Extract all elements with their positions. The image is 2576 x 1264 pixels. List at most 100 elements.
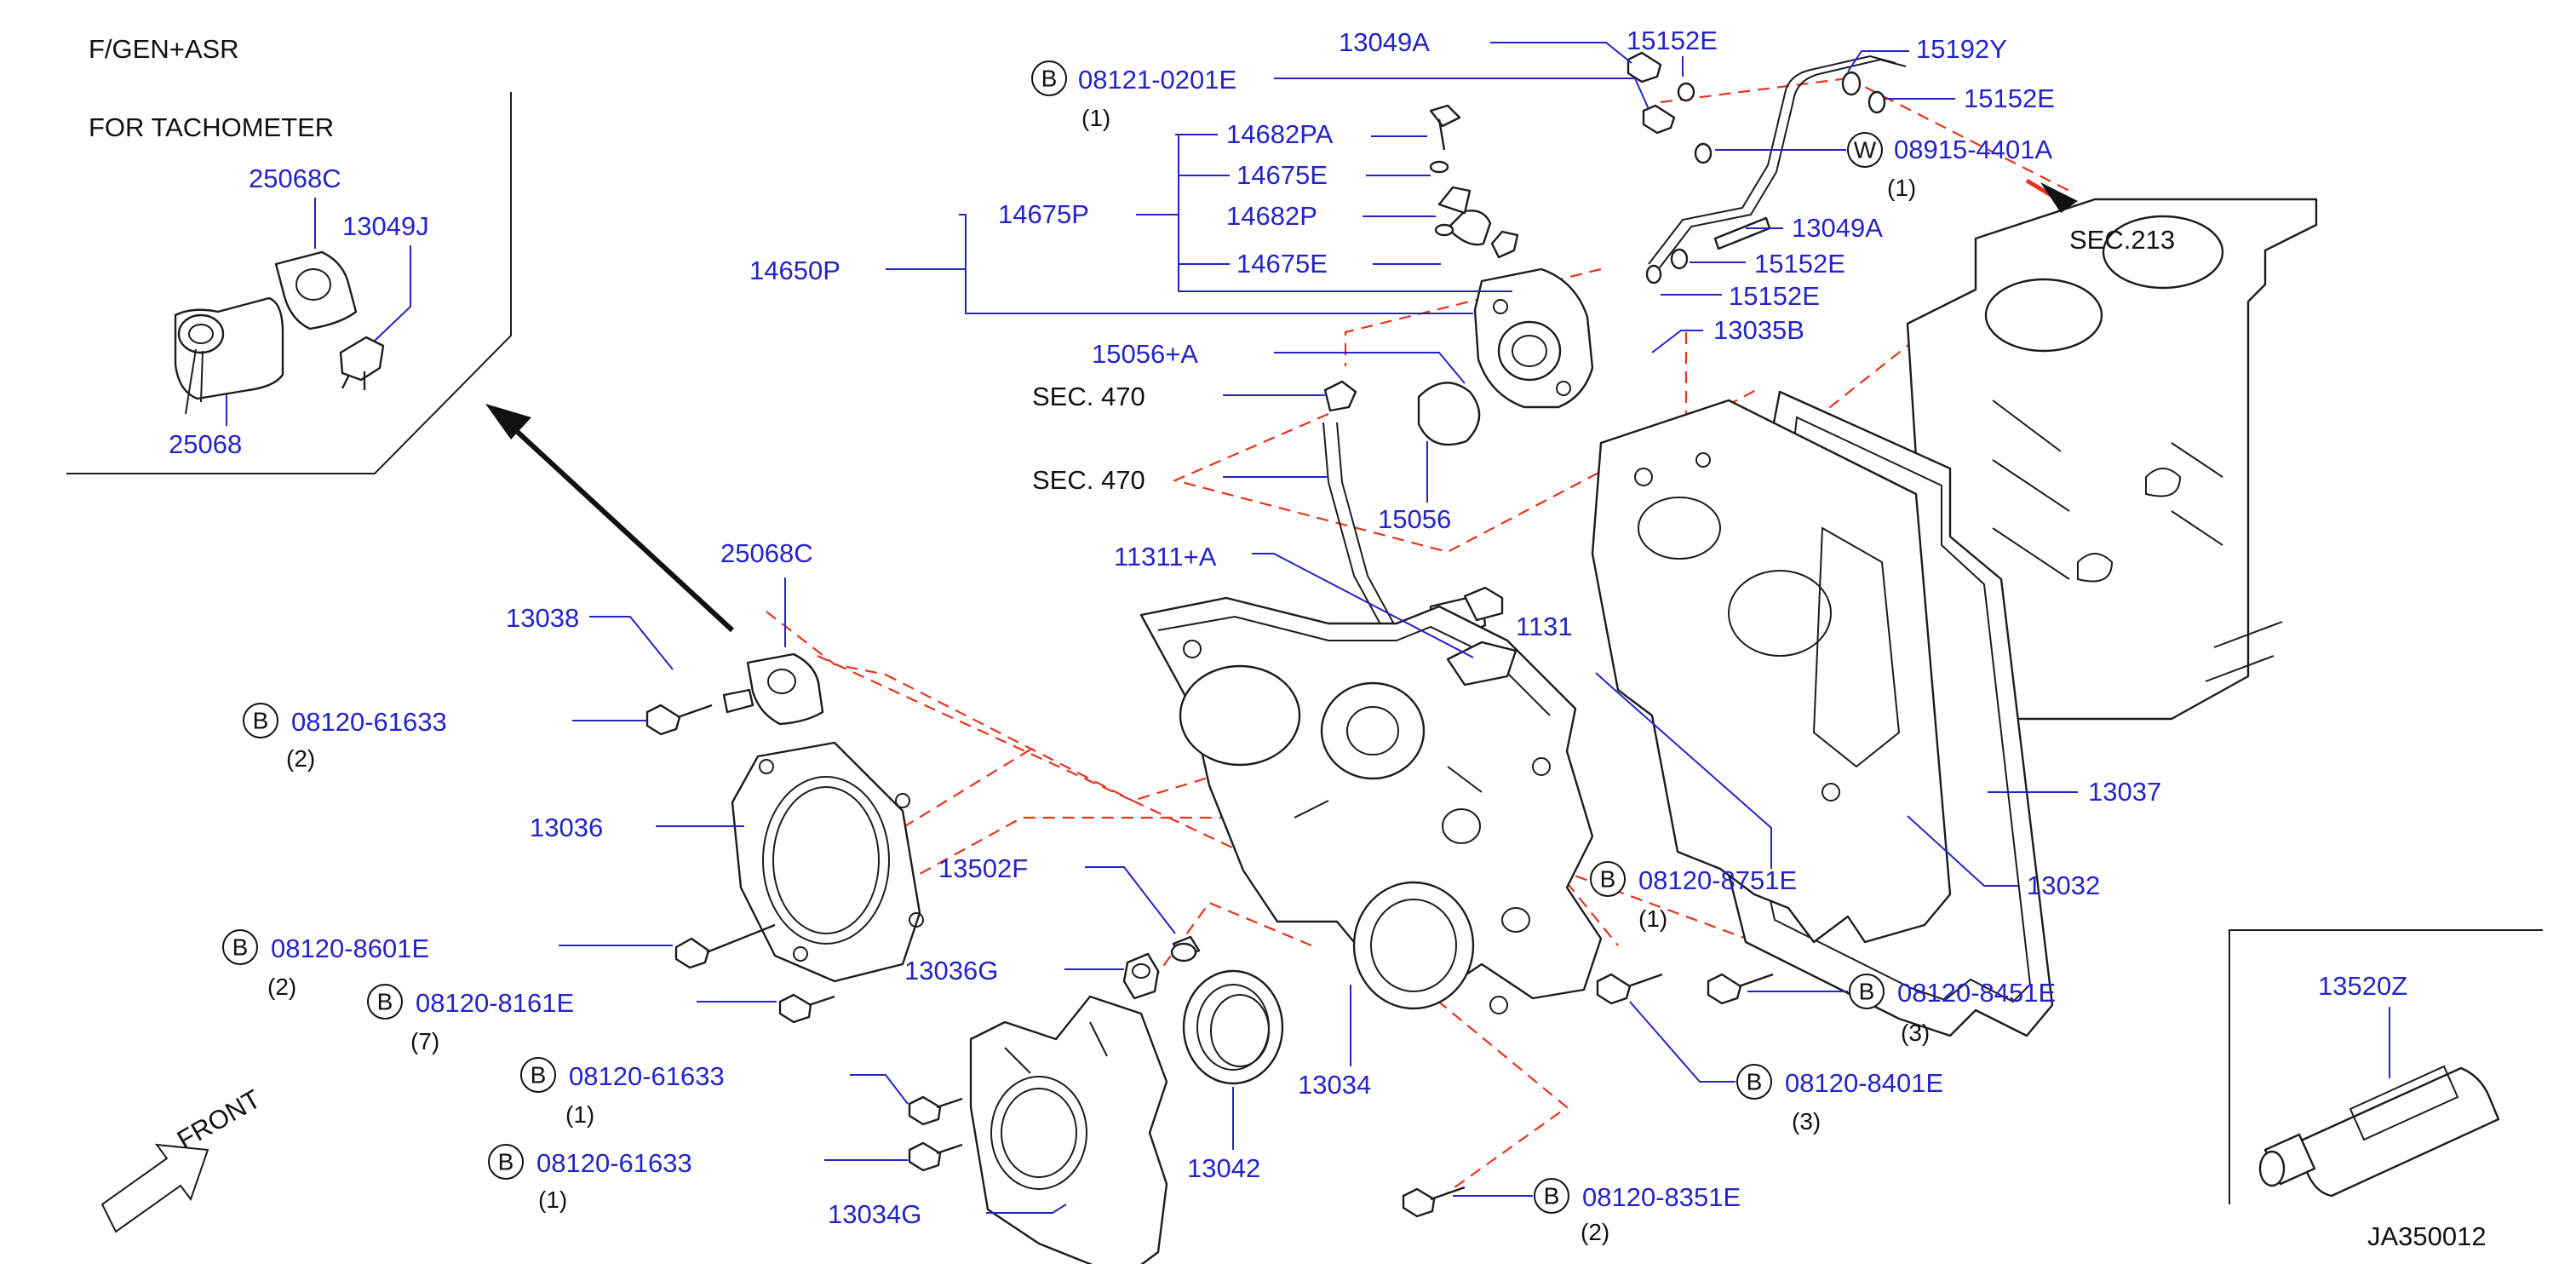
svg-text:(1): (1) <box>1081 105 1110 131</box>
engine-block-drawing: SEC.213 <box>1906 178 2318 721</box>
seal-25068c-drawing <box>722 652 824 726</box>
label-14675e-2: 14675E <box>1236 249 1328 279</box>
label-15056: 15056 <box>1378 504 1451 534</box>
gasket-13036-drawing <box>731 741 924 983</box>
svg-text:B: B <box>1544 1183 1560 1209</box>
front-label: FRONT <box>172 1083 266 1155</box>
svg-text:B: B <box>1041 66 1058 92</box>
callout-08120-8401e: B 08120-8401E (3) <box>1629 1001 1943 1135</box>
left-bolts-drawing <box>645 704 1774 1218</box>
callout-08915-4401a: W 08915-4401A (1) <box>1715 132 2052 201</box>
callout-08120-8161e: B 08120-8161E (7) <box>367 984 777 1054</box>
tree-14650p: 14682PA 14675E 14675P 14682P 14650P 1467… <box>749 119 1512 314</box>
svg-text:08120-61633: 08120-61633 <box>536 1148 692 1178</box>
inset-label-25068c: 25068C <box>249 164 341 193</box>
svg-text:B: B <box>531 1062 547 1089</box>
label-13042: 13042 <box>1187 1153 1260 1183</box>
svg-text:B: B <box>377 989 393 1015</box>
label-14675e-1: 14675E <box>1236 160 1328 190</box>
inset-title-line1: F/GEN+ASR <box>89 34 239 64</box>
svg-text:08120-8451E: 08120-8451E <box>1897 978 2056 1008</box>
front-cover-13034-drawing <box>1139 596 1603 1014</box>
svg-text:(2): (2) <box>1581 1219 1609 1245</box>
svg-text:(3): (3) <box>1901 1020 1930 1046</box>
label-sec470-b: SEC. 470 <box>1032 465 1145 495</box>
tachometer-sensor-drawing <box>174 296 284 415</box>
label-13502f: 13502F <box>938 853 1028 883</box>
svg-text:B: B <box>1600 866 1616 893</box>
cover-13034g-drawing <box>969 995 1168 1264</box>
callout-08120-8451e: B 08120-8451E (3) <box>1747 974 2056 1046</box>
inset-arrow <box>485 404 735 633</box>
callout-08120-8601e: B 08120-8601E (2) <box>222 929 673 1000</box>
callout-08120-61633-b: B 08120-61633 (1) <box>520 1057 909 1128</box>
label-13049a-mid: 13049A <box>1792 213 1883 243</box>
svg-text:08120-61633: 08120-61633 <box>569 1061 725 1091</box>
inset-gasket-drawing <box>274 250 358 330</box>
svg-text:(2): (2) <box>267 974 296 1000</box>
inset-panel: F/GEN+ASR FOR TACHOMETER 25068C 13049J 2… <box>66 34 512 474</box>
front-direction-arrow: FRONT <box>100 1083 266 1233</box>
svg-text:(1): (1) <box>538 1186 567 1213</box>
label-25068c: 25068C <box>720 538 813 568</box>
svg-text:(1): (1) <box>1638 905 1667 932</box>
plug-13036g-drawing <box>1122 952 1160 1000</box>
label-15152e-3: 15152E <box>1754 249 1845 279</box>
drawing-code: JA350012 <box>2367 1221 2487 1251</box>
callout-08120-61633-c: B 08120-61633 (1) <box>488 1144 908 1213</box>
callout-08120-8351e: B 08120-8351E (2) <box>1453 1178 1741 1245</box>
svg-text:(1): (1) <box>1887 175 1916 201</box>
label-13037: 13037 <box>2088 777 2161 807</box>
svg-text:B: B <box>498 1149 514 1175</box>
svg-text:W: W <box>1854 137 1877 164</box>
label-13034: 13034 <box>1298 1070 1371 1100</box>
label-15056a: 15056+A <box>1092 339 1198 369</box>
label-13520z: 13520Z <box>2318 971 2407 1001</box>
label-15152e-1: 15152E <box>1626 26 1718 55</box>
label-14682pa: 14682PA <box>1226 119 1334 149</box>
label-13036: 13036 <box>530 813 603 842</box>
svg-text:B: B <box>253 708 269 734</box>
label-15192y: 15192Y <box>1916 34 2007 64</box>
label-13036g: 13036G <box>904 956 998 985</box>
oil-pipe-drawing <box>1645 55 1907 284</box>
svg-text:B: B <box>1747 1069 1763 1095</box>
vacuum-pump-drawing <box>1446 210 1594 409</box>
rear-plate-13032-drawing <box>1591 399 1952 944</box>
svg-text:(3): (3) <box>1792 1108 1821 1135</box>
callout-08121-0201e: B 08121-0201E (1) <box>1031 60 1649 131</box>
inset-label-13049j: 13049J <box>342 211 429 241</box>
svg-text:B: B <box>1859 979 1875 1005</box>
label-13035b: 13035B <box>1713 315 1804 345</box>
label-14675p: 14675P <box>998 199 1089 229</box>
svg-text:(1): (1) <box>565 1101 594 1128</box>
inset-label-25068: 25068 <box>169 429 242 459</box>
label-13049a-top: 13049A <box>1339 27 1430 57</box>
callout-08120-61633-a: B 08120-61633 (2) <box>243 703 647 772</box>
svg-text:08121-0201E: 08121-0201E <box>1078 65 1236 95</box>
dowel-13502f-drawing <box>1170 935 1201 962</box>
svg-text:(2): (2) <box>286 745 315 772</box>
svg-text:08120-8161E: 08120-8161E <box>416 988 574 1018</box>
label-11311a: 11311+A <box>1114 542 1217 572</box>
inset-plug-drawing <box>339 336 385 390</box>
svg-text:08120-8601E: 08120-8601E <box>271 934 429 963</box>
label-13032: 13032 <box>2027 870 2100 900</box>
label-15152e-2: 15152E <box>1964 83 2055 113</box>
label-sec470-a: SEC. 470 <box>1032 382 1145 411</box>
svg-text:08120-61633: 08120-61633 <box>291 707 447 737</box>
label-14650p: 14650P <box>749 256 840 285</box>
label-13038: 13038 <box>506 603 579 633</box>
label-sec213: SEC.213 <box>2069 225 2175 255</box>
svg-text:08120-8751E: 08120-8751E <box>1638 865 1797 895</box>
svg-text:08120-8401E: 08120-8401E <box>1785 1068 1943 1098</box>
label-1131: 1131 <box>1516 612 1573 641</box>
svg-text:(7): (7) <box>410 1028 439 1054</box>
sealant-inset: 13520Z <box>2229 929 2543 1204</box>
oil-seal-13042-drawing <box>1182 969 1284 1085</box>
svg-text:B: B <box>232 934 249 961</box>
callout-08120-8751e: B 08120-8751E (1) <box>1590 672 1797 932</box>
label-15152e-4: 15152E <box>1729 281 1820 311</box>
inset-title-line2: FOR TACHOMETER <box>89 112 334 142</box>
